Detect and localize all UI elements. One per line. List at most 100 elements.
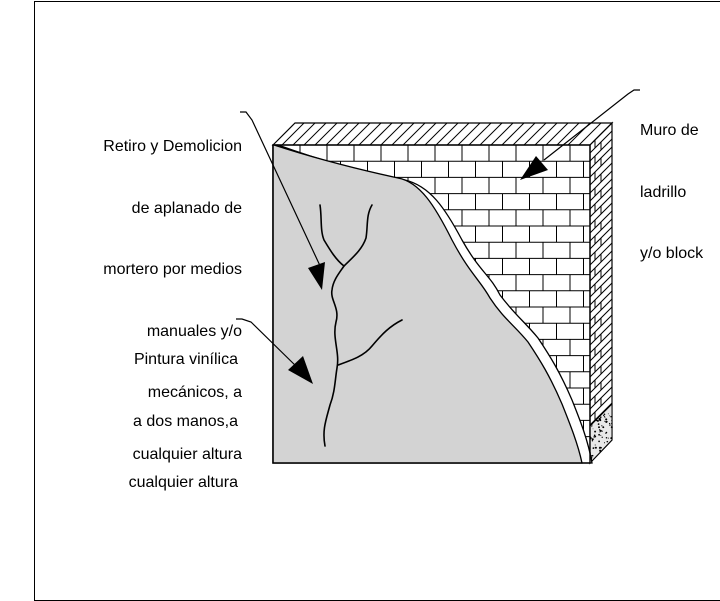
speckle-dot [605,436,608,439]
speckle-dot [599,429,602,432]
label-demolicion-line: mortero por medios [103,261,242,278]
side-course-line [590,154,612,178]
top-hatch-line [424,123,448,145]
speckle-dot [591,454,594,457]
speckle-dot [607,437,609,439]
speckle-dot [603,413,606,416]
speckle-dot [600,434,602,436]
speckle-dot [609,415,611,417]
speckle-dot [603,442,606,444]
label-muro: Muro de ladrillo y/o block [640,80,720,285]
leader-demolicion [240,111,323,271]
side-course-line [590,330,612,354]
wall-top-face [271,122,614,146]
speckle-dot [598,429,601,431]
side-course-line [590,346,612,370]
top-hatch-line [358,123,382,145]
speckle-dot [610,437,613,440]
speckle-dot [594,430,597,433]
label-muro-line: y/o block [640,245,704,262]
top-hatch-line [446,123,470,145]
speckle-dot [594,446,597,449]
side-course-line [590,186,612,210]
speckle-dot [593,436,595,438]
wall-diagram [236,89,640,465]
label-demolicion-line: de aplanado de [131,199,242,217]
speckle-dot [610,426,613,429]
speckle-dot [605,418,608,421]
top-hatch-line [512,123,536,145]
top-hatch-line [479,123,503,145]
side-course-line [590,250,612,274]
top-hatch-line [611,123,612,145]
top-hatch-line [292,123,316,145]
label-demolicion-line: cualquier altura [132,445,242,463]
speckle-dot [594,435,597,438]
top-hatch-line [468,123,492,145]
speckle-dot [592,447,595,449]
speckle-dot [590,437,592,439]
label-pintura-line: cualquier altura [128,474,238,491]
speckle-dot [592,428,594,430]
top-hatch-line [303,123,327,145]
speckle-dot [594,444,596,446]
label-muro-line: Muro de [640,122,699,139]
top-hatch-line [523,123,547,145]
speckle-dot [599,431,601,433]
side-course-line [590,362,612,386]
speckle-dot [593,434,596,437]
speckle-dot [601,430,603,432]
speckle-dot [591,424,593,426]
side-course-line [590,202,612,226]
speckle-dot [598,447,601,449]
wall-outline [272,144,591,464]
speckle-dot [609,424,611,426]
side-course-line [590,218,612,242]
side-course-line [590,314,612,338]
top-hatch-line [380,123,404,145]
top-hatch-line [281,123,305,145]
side-course-line [590,378,612,402]
top-hatch-line [435,123,459,145]
label-demolicion-line: mecánicos, a [147,384,242,401]
leader-lines [236,89,640,371]
speckle-dot [595,419,598,422]
speckle-dot [599,449,602,452]
speckle-dot [591,440,594,442]
speckle-dot [604,420,606,422]
speckle-dot [603,414,605,417]
label-pintura-line: Pintura vinílica [133,351,238,368]
label-demolicion-line: manuales y/o [146,322,242,340]
top-hatch-line [391,123,415,145]
side-course-line [590,266,612,290]
leader-muro [543,89,640,161]
leader-pintura [236,318,301,371]
side-course-line [590,234,612,258]
speckle-dot [608,422,611,425]
speckle-dot [591,438,594,441]
top-hatch-line [545,123,569,145]
brick-pattern-side [590,123,612,458]
speckle-dot [605,420,608,423]
top-hatch-line [347,123,371,145]
top-hatch-line [325,123,349,145]
top-hatch-line [336,123,360,145]
plaster-surface [272,144,583,464]
top-hatch-line [556,123,580,145]
side-course-line [590,170,612,194]
speckle-dot [601,425,603,427]
top-hatch-line [578,123,602,145]
label-muro-line: ladrillo [640,183,687,201]
arrowhead-demolicion [308,262,325,290]
speckle-dot [604,416,606,418]
speckle-dot [605,432,607,434]
crack-main [323,204,373,447]
top-hatch-line [413,123,437,145]
speckle-dot [598,433,600,436]
speckle-dot [597,423,600,425]
speckle-dot [610,415,612,418]
arrowhead-muro [520,156,548,180]
side-course-line [590,282,612,306]
arrowhead-pintura [288,356,313,384]
speckle-dot [606,440,609,443]
